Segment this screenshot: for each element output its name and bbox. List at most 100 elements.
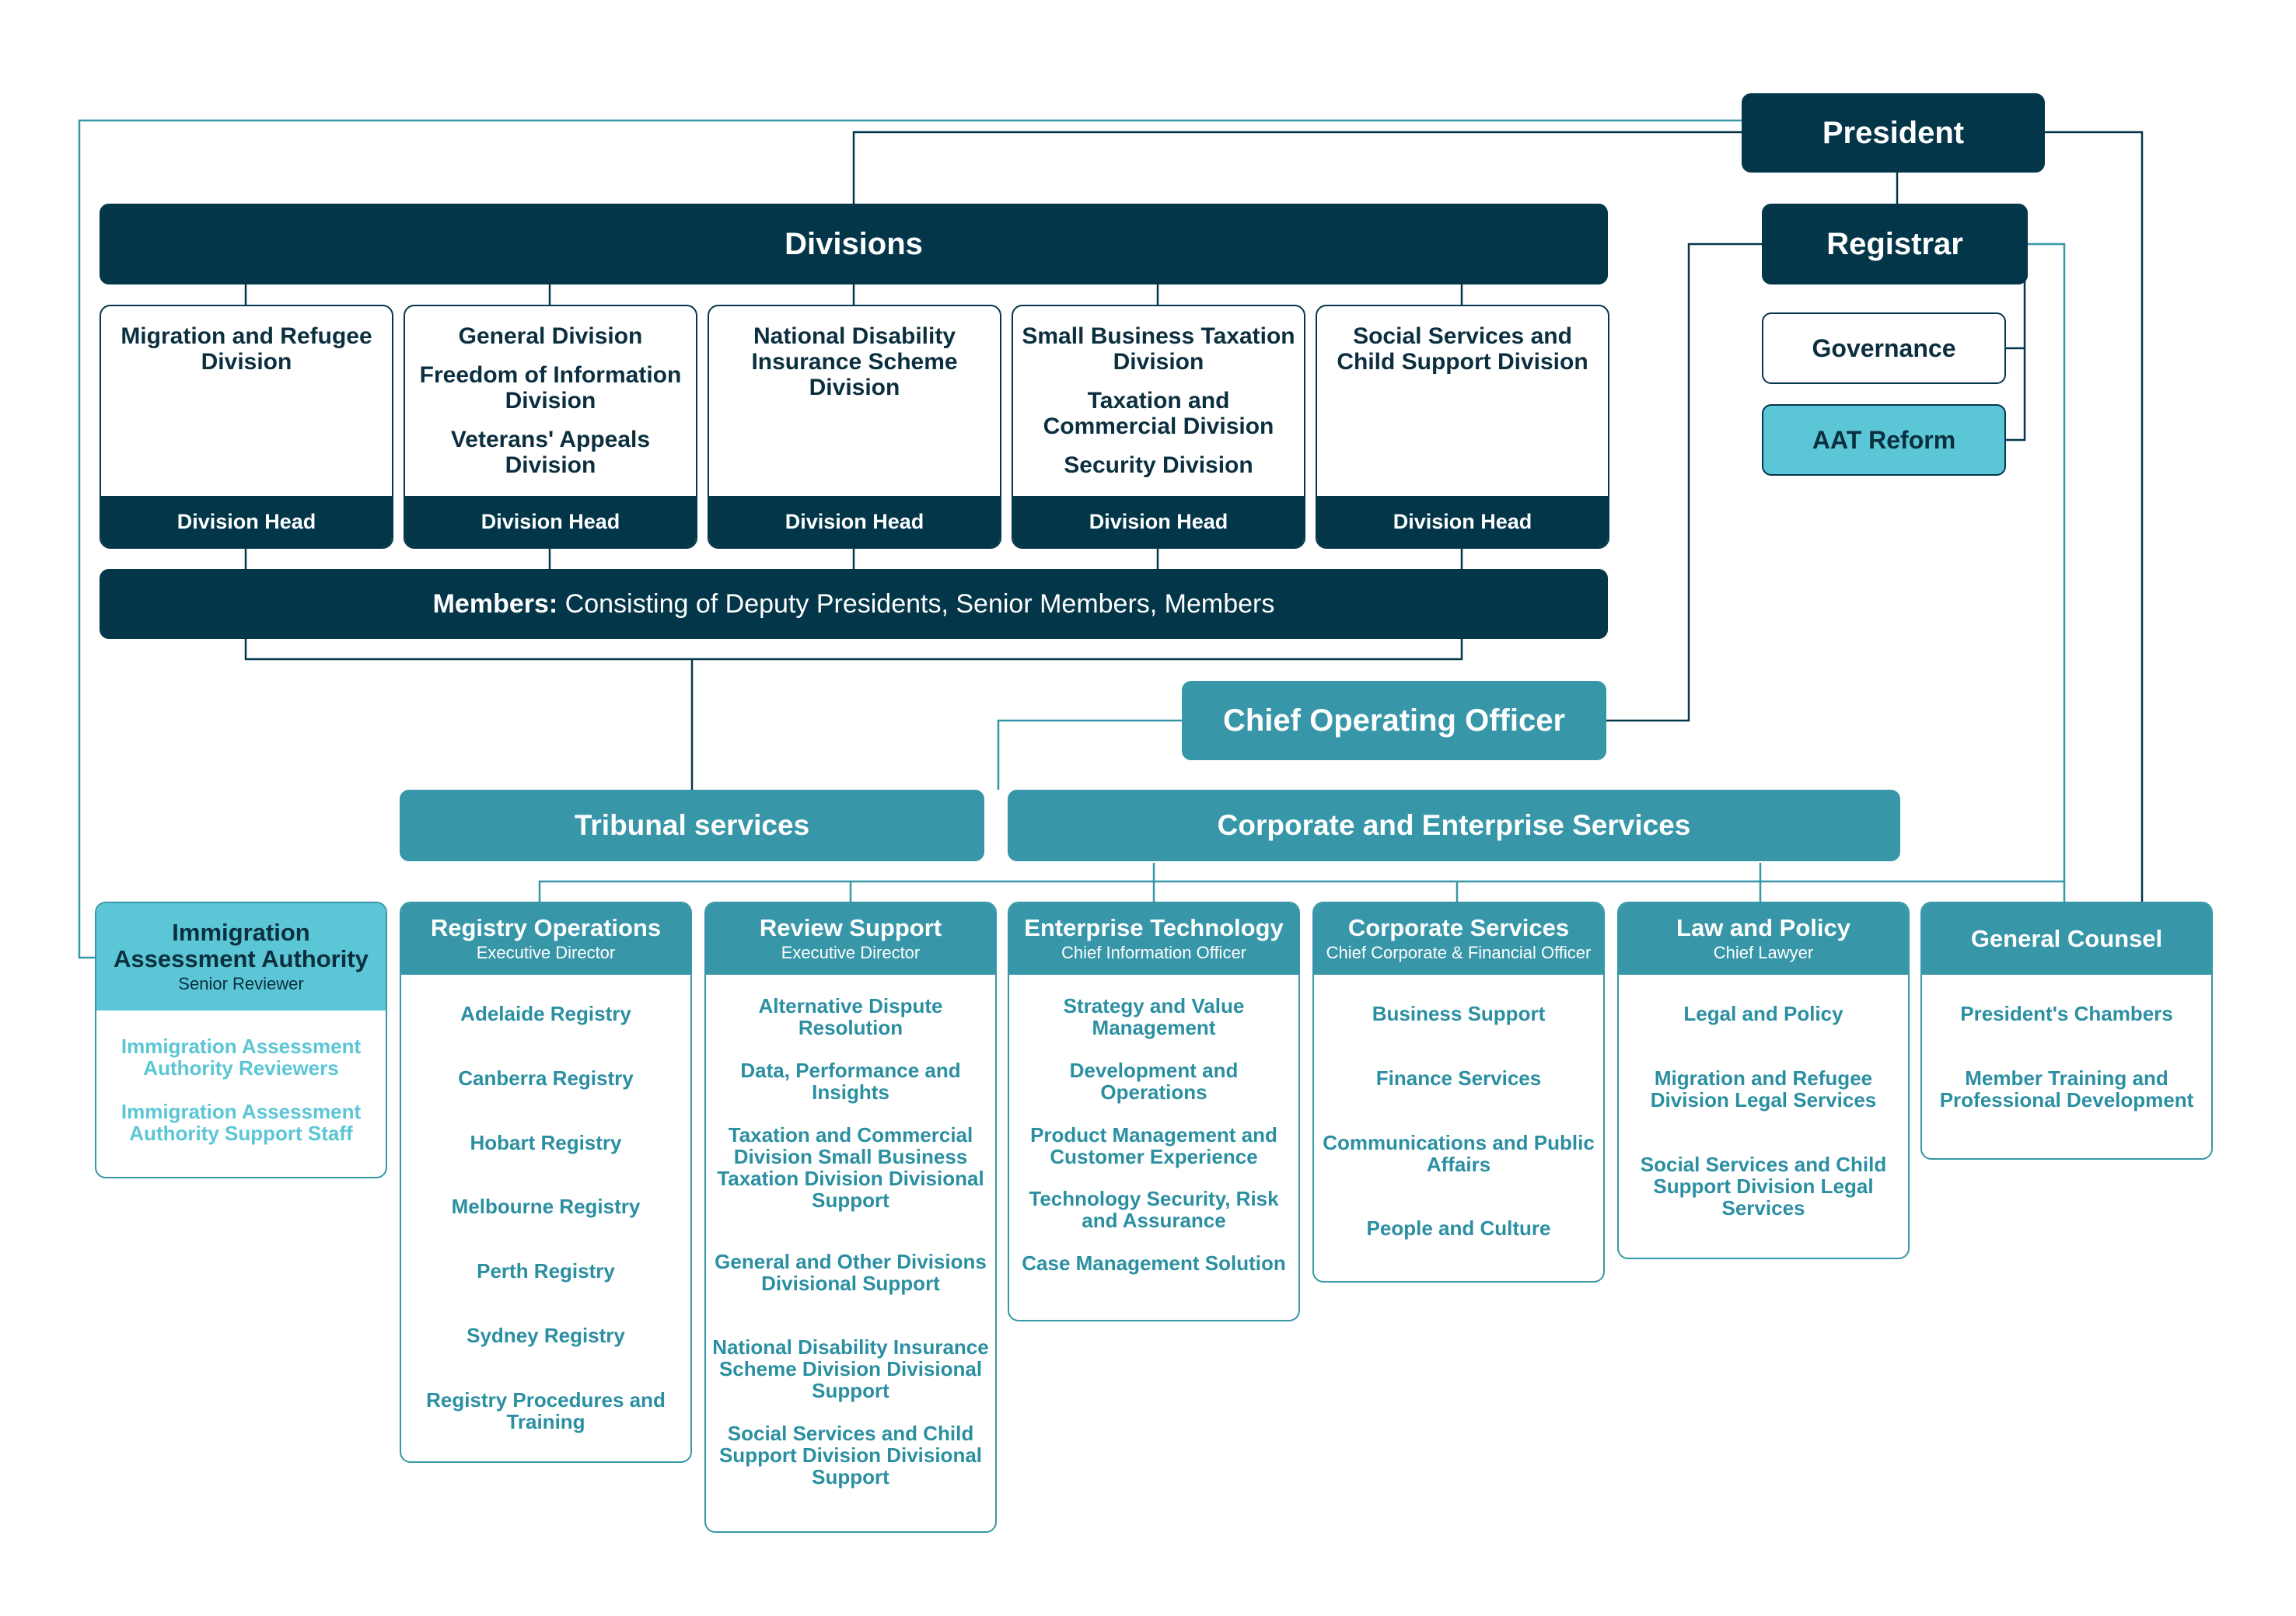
unit-item: Migration and Refugee Division Legal Ser… (1650, 1066, 1877, 1112)
division-name: Security Division (1064, 452, 1253, 478)
unit-item: Legal and Policy (1683, 1002, 1843, 1025)
division-name: Freedom of Information Division (419, 362, 682, 414)
iaa-item: Immigration Assessment Authority Reviewe… (121, 1035, 362, 1080)
aat-reform-box: AAT Reform (1762, 404, 2006, 476)
unit-item: Registry Procedures and Training (426, 1388, 666, 1433)
division-names: Migration and Refugee Division (101, 323, 392, 388)
members-bar: Members: Consisting of Deputy Presidents… (100, 569, 1608, 639)
unit-item: Member Training and Professional Develop… (1939, 1066, 2194, 1112)
unit-item: Finance Services (1375, 1066, 1542, 1090)
unit-item: President's Chambers (1960, 1002, 2173, 1025)
division-head-label: Division Head (1013, 496, 1304, 547)
unit-title: Corporate Services (1347, 914, 1570, 941)
unit-item: Strategy and Value Management (1063, 994, 1245, 1039)
unit-subtitle: Executive Director (476, 943, 616, 962)
coo-label: Chief Operating Officer (1222, 703, 1566, 738)
unit-item: Alternative Dispute Resolution (758, 994, 943, 1039)
division-names: Social Services and Child Support Divisi… (1317, 323, 1608, 388)
unit-item: Data, Performance and Insights (740, 1059, 961, 1104)
division-name: Social Services and Child Support Divisi… (1337, 323, 1588, 375)
unit-item: Communications and Public Affairs (1323, 1131, 1595, 1176)
division-name: Veterans' Appeals Division (450, 427, 651, 478)
governance-box: Governance (1762, 312, 2006, 384)
division-name: General Division (458, 323, 643, 349)
unit-title: Review Support (759, 914, 942, 941)
unit-item: Technology Security, Risk and Assurance (1029, 1187, 1279, 1232)
division-names: National Disability Insurance Scheme Div… (709, 323, 1000, 414)
division-name: National Disability Insurance Scheme Div… (751, 323, 958, 400)
iaa-card: Immigration Assessment Authority Senior … (95, 902, 387, 1178)
members-text: Consisting of Deputy Presidents, Senior … (557, 588, 1275, 619)
aat-reform-label: AAT Reform (1812, 425, 1956, 454)
unit-subtitle: Executive Director (781, 943, 921, 962)
divisions-title: Divisions (785, 226, 923, 261)
president-label: President (1822, 115, 1965, 150)
division-head-label: Division Head (405, 496, 696, 547)
unit-item: Social Services and Child Support Divisi… (1640, 1153, 1887, 1220)
tribunal-services-box: Tribunal services (400, 790, 984, 861)
corporate-enterprise-label: Corporate and Enterprise Services (1217, 809, 1691, 841)
division-card: National Disability Insurance Scheme Div… (708, 305, 1001, 549)
registrar-box: Registrar (1762, 204, 2028, 284)
unit-item: Development and Operations (1069, 1059, 1239, 1104)
unit-item: Adelaide Registry (460, 1002, 631, 1025)
division-head-label: Division Head (101, 496, 392, 547)
unit-title: Law and Policy (1676, 914, 1850, 941)
unit-item: Social Services and Child Support Divisi… (718, 1422, 983, 1489)
division-head-label: Division Head (1317, 496, 1608, 547)
unit-subtitle: Chief Information Officer (1061, 943, 1247, 962)
iaa-subtitle: Senior Reviewer (178, 974, 304, 993)
unit-item: People and Culture (1366, 1216, 1551, 1240)
unit-item: Sydney Registry (467, 1324, 625, 1347)
unit-item: Hobart Registry (470, 1131, 622, 1154)
unit-title: General Counsel (1970, 925, 2163, 952)
division-head-label: Division Head (709, 496, 1000, 547)
unit-header: General Counsel (1922, 903, 2211, 975)
unit-item: Canberra Registry (458, 1066, 634, 1090)
tribunal-services-label: Tribunal services (574, 809, 810, 841)
governance-label: Governance (1812, 333, 1956, 362)
registrar-label: Registrar (1826, 226, 1963, 261)
divisions-banner: Divisions (100, 204, 1608, 284)
unit-item: Perth Registry (477, 1259, 615, 1283)
unit-item: Case Management Solution (1022, 1251, 1286, 1275)
iaa-title: Immigration Assessment Authority (114, 919, 369, 972)
division-name: Small Business Taxation Division (1022, 323, 1295, 375)
iaa-item: Immigration Assessment Authority Support… (121, 1100, 362, 1145)
unit-title: Enterprise Technology (1024, 914, 1284, 941)
members-label: Members: (432, 588, 558, 619)
unit-item: Melbourne Registry (451, 1195, 641, 1218)
unit-title: Registry Operations (430, 914, 662, 941)
unit-item: National Disability Insurance Scheme Div… (712, 1335, 989, 1402)
unit-item: Product Management and Customer Experien… (1030, 1123, 1277, 1168)
unit-item: Taxation and Commercial Division Small B… (717, 1123, 984, 1212)
coo-box: Chief Operating Officer (1182, 681, 1606, 760)
division-name: Migration and Refugee Division (121, 323, 372, 375)
unit-subtitle: Chief Lawyer (1713, 943, 1814, 962)
corporate-enterprise-box: Corporate and Enterprise Services (1008, 790, 1900, 861)
division-name: Taxation and Commercial Division (1043, 388, 1274, 439)
unit-item: Business Support (1372, 1002, 1546, 1025)
unit-item: General and Other Divisions Divisional S… (715, 1250, 987, 1295)
unit-subtitle: Chief Corporate & Financial Officer (1326, 943, 1592, 962)
president-box: President (1742, 93, 2045, 173)
division-card: Social Services and Child Support Divisi… (1316, 305, 1609, 549)
